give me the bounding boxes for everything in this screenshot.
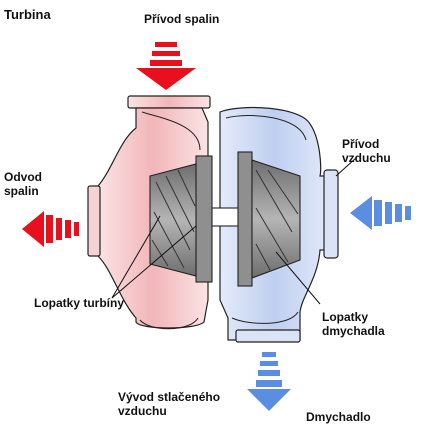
shaft <box>211 207 241 227</box>
turbine-wheel <box>149 155 213 283</box>
diagram-title: Turbina <box>4 7 51 22</box>
leader-lines <box>111 157 357 305</box>
label-compressor: Dmychadlo <box>306 410 371 424</box>
label-air-in: Přívod vzduchu <box>342 137 391 165</box>
label-compressor-blades: Lopatky dmychadla <box>322 310 385 338</box>
label-exhaust-in: Přívod spalin <box>144 12 220 26</box>
label-exhaust-out: Odvod spalin <box>4 170 42 198</box>
arrow-down-icon <box>247 352 291 411</box>
label-turbine-blades: Lopatky turbíny <box>34 296 125 310</box>
compressor-wheel <box>237 151 301 287</box>
arrow-left-icon <box>350 196 411 230</box>
label-compressed-air-out: Vývod stlačeného vzduchu <box>118 390 221 418</box>
arrow-left-icon <box>22 211 79 247</box>
arrow-down-icon <box>136 42 196 90</box>
